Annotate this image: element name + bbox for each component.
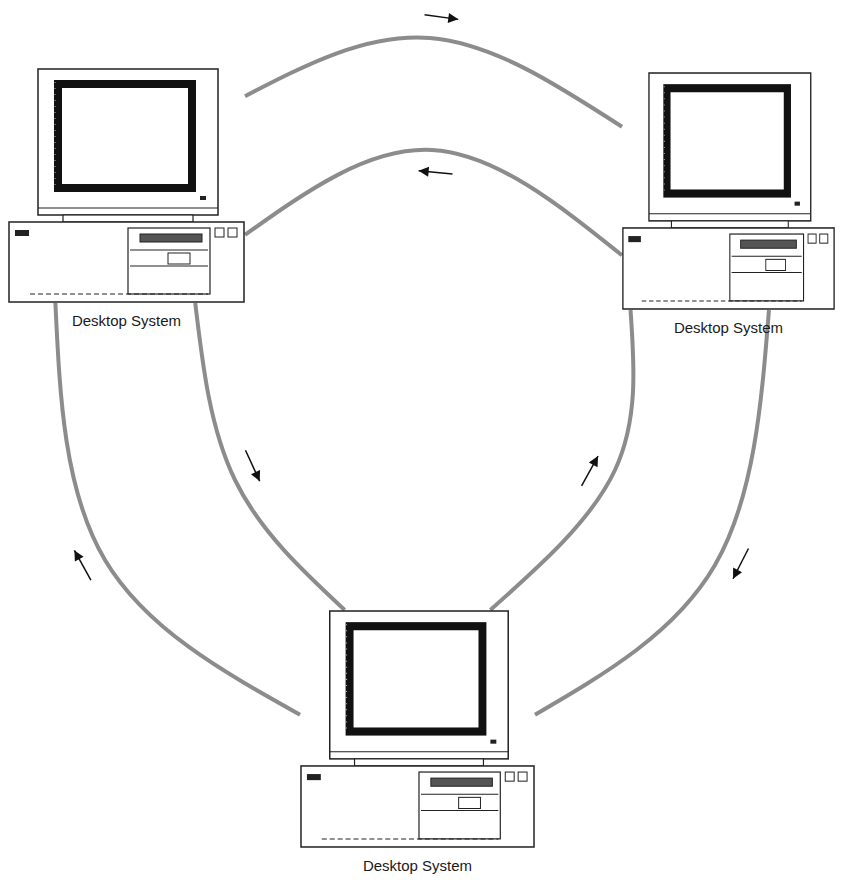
desktop-computer: Desktop System (8, 68, 245, 330)
computer-illustration (300, 610, 535, 848)
drive-panel (730, 234, 804, 301)
drive-line (732, 272, 802, 273)
drive-line (421, 810, 498, 811)
computer-illustration (622, 72, 835, 310)
base-seam (30, 294, 208, 295)
system-unit (623, 228, 834, 309)
network-cable (245, 13, 622, 127)
switch (215, 228, 224, 237)
cable-line (245, 37, 622, 126)
power-light (307, 774, 321, 780)
network-cable (535, 310, 769, 715)
desktop-computer: Desktop System (300, 610, 535, 875)
drive-line (421, 794, 498, 795)
monitor-stand (63, 215, 193, 222)
base-seam (322, 838, 498, 839)
monitor-case (38, 69, 218, 215)
network-cable (55, 303, 300, 715)
switch (820, 234, 828, 243)
drive-line (130, 250, 208, 251)
arrow-head (251, 470, 260, 481)
floppy-drive (168, 253, 190, 264)
direction-arrow (582, 456, 598, 486)
drive-line (130, 266, 208, 267)
system-unit (9, 222, 244, 302)
network-cable (195, 303, 344, 610)
screen-edge (664, 86, 665, 195)
monitor-button (795, 202, 800, 206)
arrow-head (419, 167, 429, 177)
drive-slot (140, 234, 202, 242)
network-cable (490, 310, 633, 610)
direction-arrow (74, 550, 90, 580)
cable-line (535, 310, 769, 715)
power-light (15, 230, 29, 236)
base-seam (642, 300, 802, 301)
arrow-head (448, 13, 459, 23)
node-label: Desktop System (296, 857, 539, 875)
power-light (628, 236, 641, 242)
direction-arrow (245, 450, 259, 481)
drive-panel (128, 228, 210, 294)
node-label: Desktop System (4, 312, 249, 330)
monitor-case (649, 73, 811, 221)
monitor-button (200, 196, 206, 200)
monitor-case (330, 611, 508, 759)
monitor-screen (667, 88, 787, 193)
cable-line (195, 303, 344, 610)
network-cable (245, 150, 622, 255)
computer-illustration (8, 68, 245, 303)
switch (518, 772, 527, 781)
monitor-screen (58, 84, 192, 188)
monitor-bezel (649, 213, 811, 214)
node-label: Desktop System (618, 319, 839, 337)
switch (808, 234, 816, 243)
system-unit (301, 766, 534, 847)
monitor-stand (671, 221, 788, 228)
drive-slot (431, 778, 492, 786)
direction-arrow (733, 548, 748, 578)
drive-line (732, 256, 802, 257)
switch (505, 772, 514, 781)
floppy-drive (766, 259, 786, 270)
cable-line (490, 310, 633, 610)
monitor-bezel (38, 208, 218, 209)
cable-line (55, 303, 300, 715)
monitor-bezel (330, 751, 508, 752)
monitor-screen (350, 626, 483, 731)
monitor-stand (355, 759, 484, 766)
screen-edge (346, 624, 347, 733)
drive-panel (419, 772, 500, 839)
monitor-button (490, 740, 496, 744)
floppy-drive (459, 797, 481, 808)
drive-slot (741, 240, 797, 248)
desktop-computer: Desktop System (622, 72, 835, 337)
switch (228, 228, 237, 237)
arrow-head (733, 568, 742, 579)
arrow-head (589, 456, 598, 467)
screen-edge (55, 82, 56, 190)
arrow-head (74, 550, 83, 561)
cable-line (245, 150, 622, 255)
